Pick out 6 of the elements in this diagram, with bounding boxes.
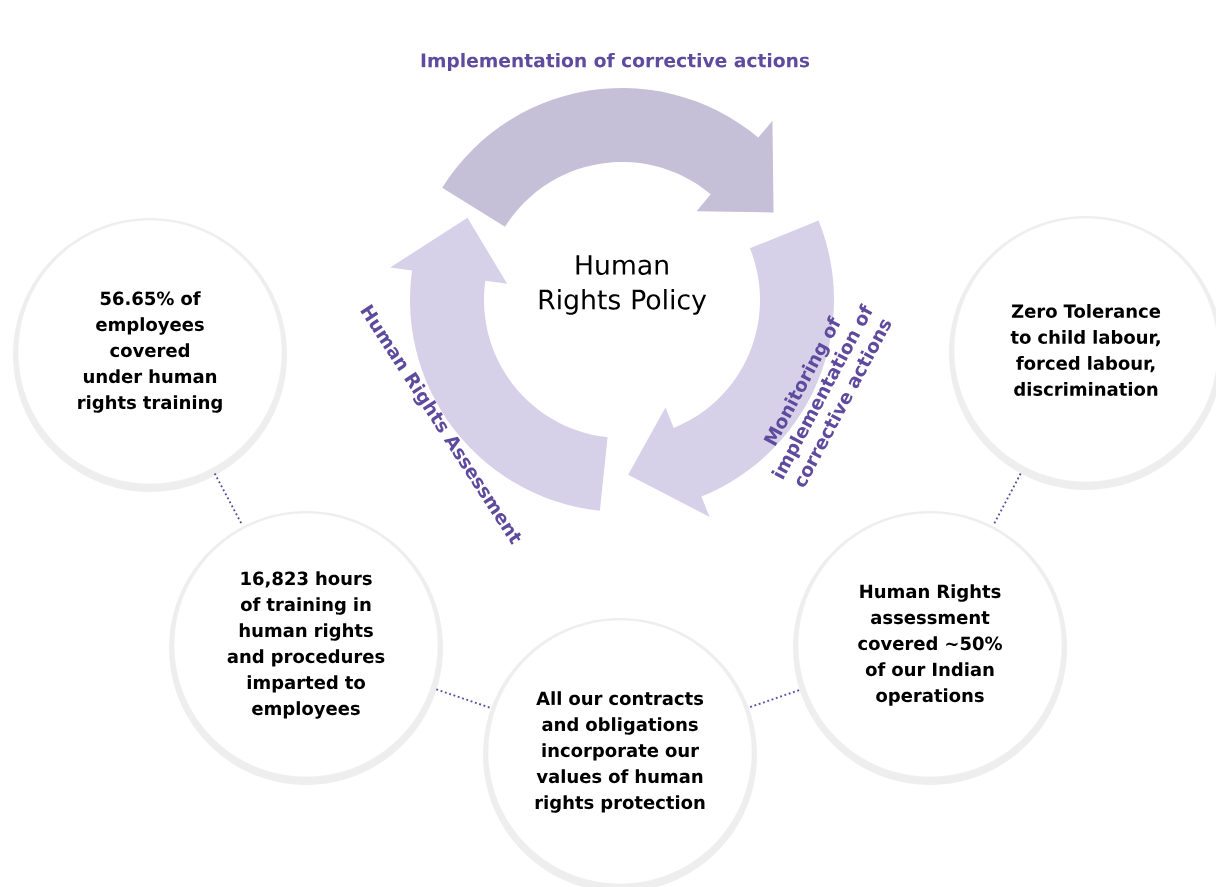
dotted-connector — [749, 688, 801, 708]
arc-label: Implementation of corrective actions — [421, 52, 810, 71]
dotted-connector — [993, 470, 1023, 525]
center-title: Human Rights Policy — [539, 255, 707, 315]
dotted-connector — [213, 472, 243, 525]
dotted-connector — [435, 688, 491, 709]
